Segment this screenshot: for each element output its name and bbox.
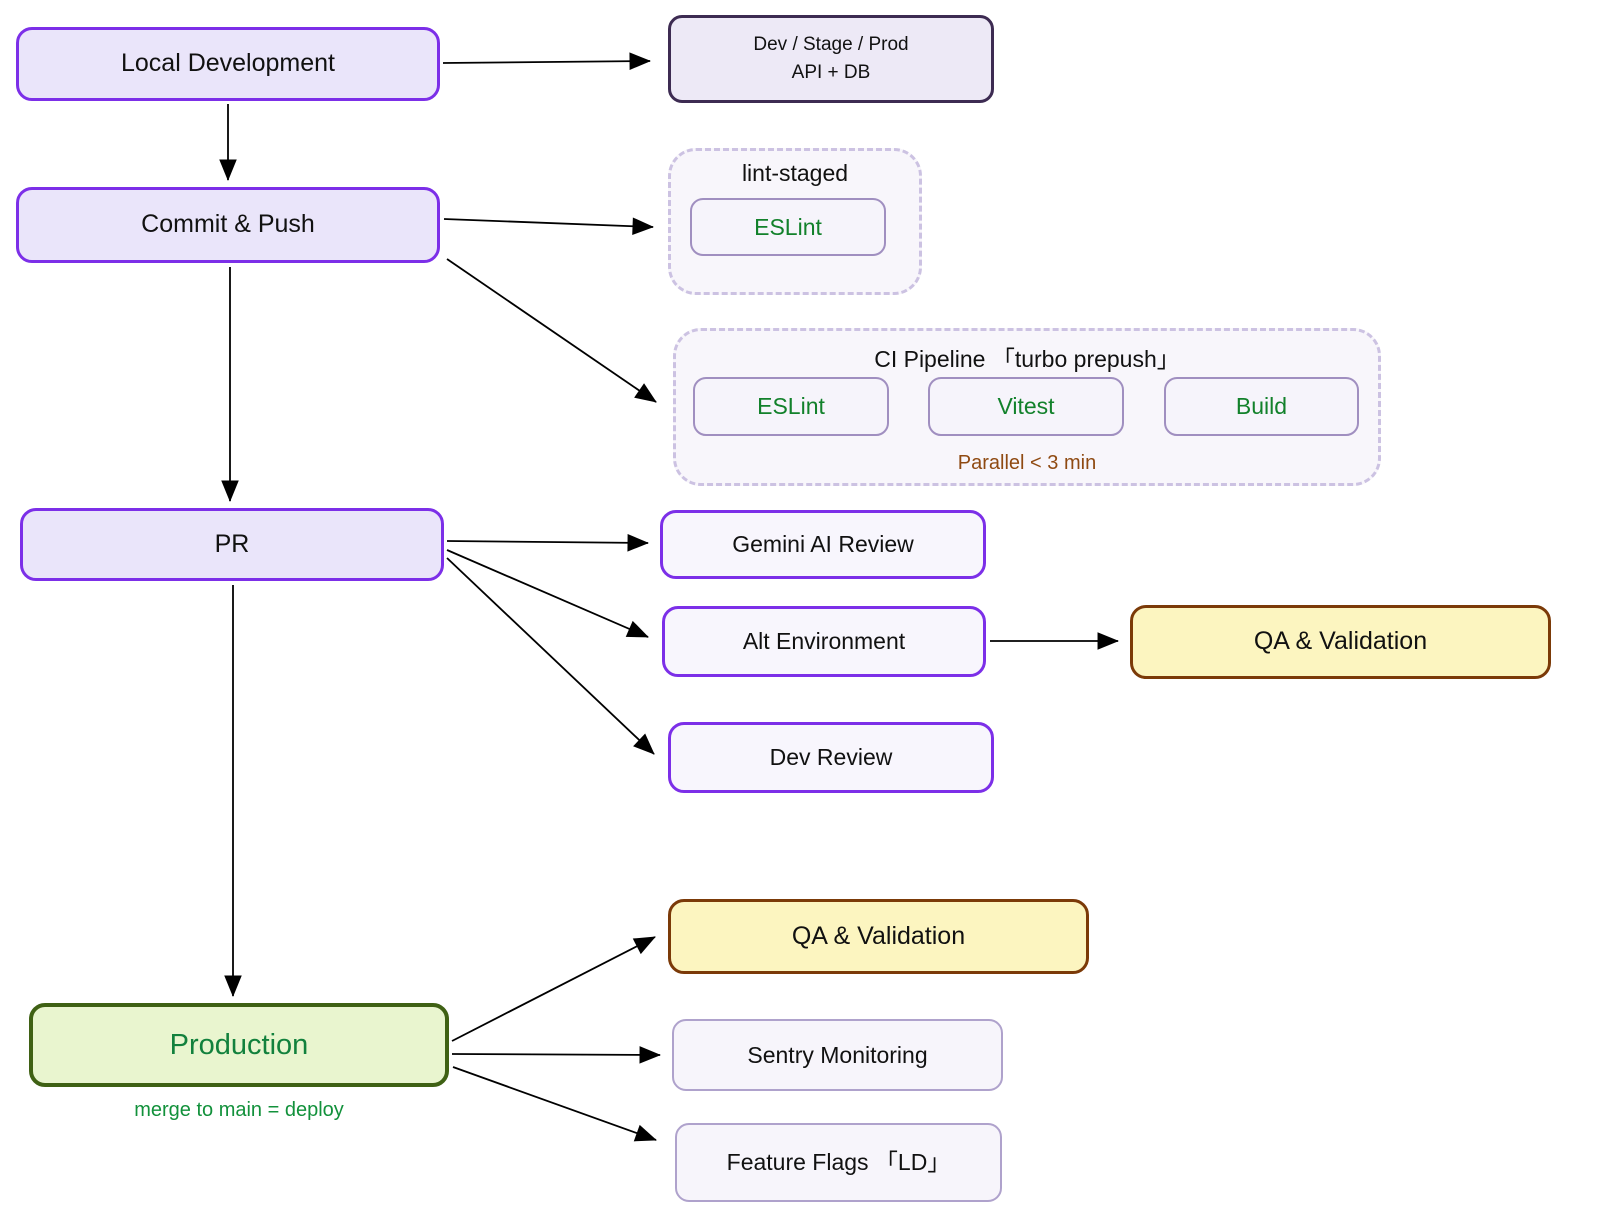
node-commit-push: Commit & Push <box>16 187 440 263</box>
cluster-ci-pipeline-label: CI Pipeline 「turbo prepush」 <box>874 346 1180 372</box>
node-local-development-label: Local Development <box>120 49 335 78</box>
node-sentry-monitoring-label: Sentry Monitoring <box>747 1041 928 1068</box>
node-qa-validation-mid-label: QA & Validation <box>1253 627 1428 656</box>
edge-pr-gemini <box>446 534 649 552</box>
node-feature-flags: Feature Flags 「LD」 <box>675 1123 1002 1202</box>
edge-pr-devreview <box>446 557 655 755</box>
node-ci-vitest: Vitest <box>928 377 1124 436</box>
edge-commit-lintstaged <box>443 217 654 235</box>
node-qa-validation-bottom-label: QA & Validation <box>791 921 966 950</box>
node-alt-environment: Alt Environment <box>662 606 986 677</box>
edge-production-qa <box>451 936 656 1042</box>
node-feature-flags-label: Feature Flags 「LD」 <box>726 1149 951 1176</box>
node-alt-environment-label: Alt Environment <box>742 628 906 655</box>
node-env-api-db-line1: Dev / Stage / Prod <box>753 34 909 56</box>
node-ci-eslint-label: ESLint <box>757 393 825 420</box>
node-local-development: Local Development <box>16 27 440 101</box>
node-pr: PR <box>20 508 444 581</box>
node-lint-staged-eslint: ESLint <box>690 198 886 256</box>
edge-localdev-env <box>442 52 651 70</box>
edge-production-sentry <box>451 1046 661 1064</box>
node-dev-review-label: Dev Review <box>769 744 893 771</box>
edge-production-featureflags <box>452 1066 657 1142</box>
node-ci-build-label: Build <box>1235 393 1288 420</box>
edge-pr-altenv <box>446 549 649 638</box>
node-env-api-db-line2: API + DB <box>791 62 871 83</box>
node-qa-validation-bottom: QA & Validation <box>668 899 1089 974</box>
edge-commit-ci <box>446 258 657 403</box>
node-commit-push-label: Commit & Push <box>141 210 315 239</box>
node-ci-vitest-label: Vitest <box>997 393 1055 420</box>
production-deploy-note: merge to main = deploy <box>134 1099 344 1121</box>
node-ci-build: Build <box>1164 377 1359 436</box>
node-ci-eslint: ESLint <box>693 377 889 436</box>
node-production: Production <box>29 1003 449 1087</box>
node-gemini-ai-review-label: Gemini AI Review <box>732 531 914 558</box>
node-dev-review: Dev Review <box>668 722 994 793</box>
node-production-label: Production <box>169 1028 309 1061</box>
ci-parallel-note: Parallel < 3 min <box>957 452 1097 474</box>
node-qa-validation-mid: QA & Validation <box>1130 605 1551 679</box>
node-sentry-monitoring: Sentry Monitoring <box>672 1019 1003 1091</box>
node-lint-staged-eslint-label: ESLint <box>754 213 822 240</box>
node-gemini-ai-review: Gemini AI Review <box>660 510 986 579</box>
node-pr-label: PR <box>214 529 250 558</box>
node-env-api-db: Dev / Stage / Prod API + DB <box>668 15 994 103</box>
cluster-lint-staged-label: lint-staged <box>741 160 849 186</box>
